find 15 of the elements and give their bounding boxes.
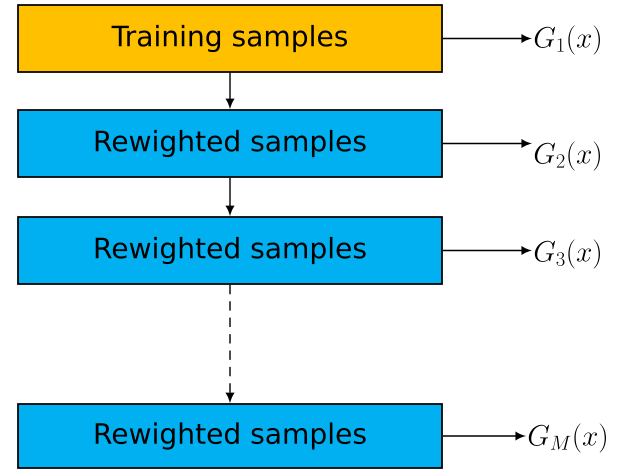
arrow (442, 246, 530, 255)
arrow (226, 284, 234, 402)
arrow (442, 432, 524, 440)
formula-label: $G_{2}(x)$ (534, 141, 600, 171)
process-box: Rewighted samples (17, 403, 443, 469)
arrow (226, 72, 234, 108)
process-box: Rewighted samples (17, 109, 443, 178)
formula-label: $G_{1}(x)$ (534, 25, 600, 55)
process-box: Training samples (17, 4, 443, 73)
arrow (226, 178, 234, 214)
arrow (442, 34, 530, 43)
formula-label: $G_{3}(x)$ (534, 239, 600, 269)
process-box: Rewighted samples (17, 216, 443, 285)
arrow (442, 139, 530, 148)
formula-label: $G_{M}(x)$ (528, 423, 606, 453)
